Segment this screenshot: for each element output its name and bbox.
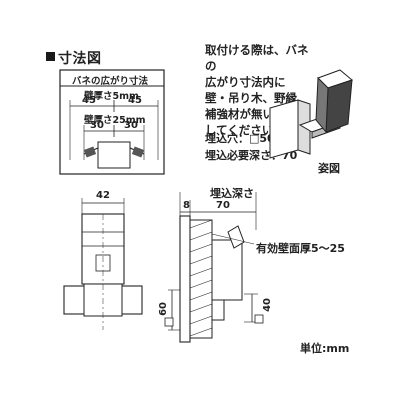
title-square-mark (46, 52, 55, 61)
wall-25mm-label: 壁厚さ25mm (84, 115, 146, 126)
dim-60: 60 (158, 302, 169, 316)
installation-note: 取付ける際は、バネの 広がり寸法内に 壁・吊り木、野縁 補強材が無いように して… (205, 42, 315, 138)
w5-right: 45 (128, 95, 142, 106)
view-label: 姿図 (318, 162, 340, 175)
front-width: 42 (96, 190, 110, 201)
spring-box-title: バネの広がり寸法 (72, 76, 149, 87)
depth-label: 埋込深さ (210, 187, 254, 200)
note-line: 広がり寸法内に (205, 75, 286, 89)
unit-label: 単位:mm (300, 342, 350, 355)
dim-8: 8 (183, 200, 190, 211)
front-view (63, 198, 143, 330)
section-title: 寸法図 (58, 51, 102, 67)
w5-left: 45 (82, 95, 96, 106)
w25-right: 30 (124, 120, 138, 131)
hole-spec: 埋込穴：□50 (205, 132, 275, 145)
w25-left: 30 (90, 120, 104, 131)
dim-40: 40 (262, 298, 273, 312)
perspective-sketch (269, 69, 354, 159)
note-line: 取付ける際は、バネの (205, 43, 309, 73)
wall-5mm-label: 壁厚さ5mm (84, 91, 139, 102)
dim-70: 70 (216, 200, 230, 211)
note-line: してください。 (205, 123, 285, 137)
side-view (168, 192, 258, 343)
wall-range: 有効壁面厚5〜25 (256, 242, 345, 255)
note-line: 壁・吊り木、野縁 (205, 91, 297, 105)
